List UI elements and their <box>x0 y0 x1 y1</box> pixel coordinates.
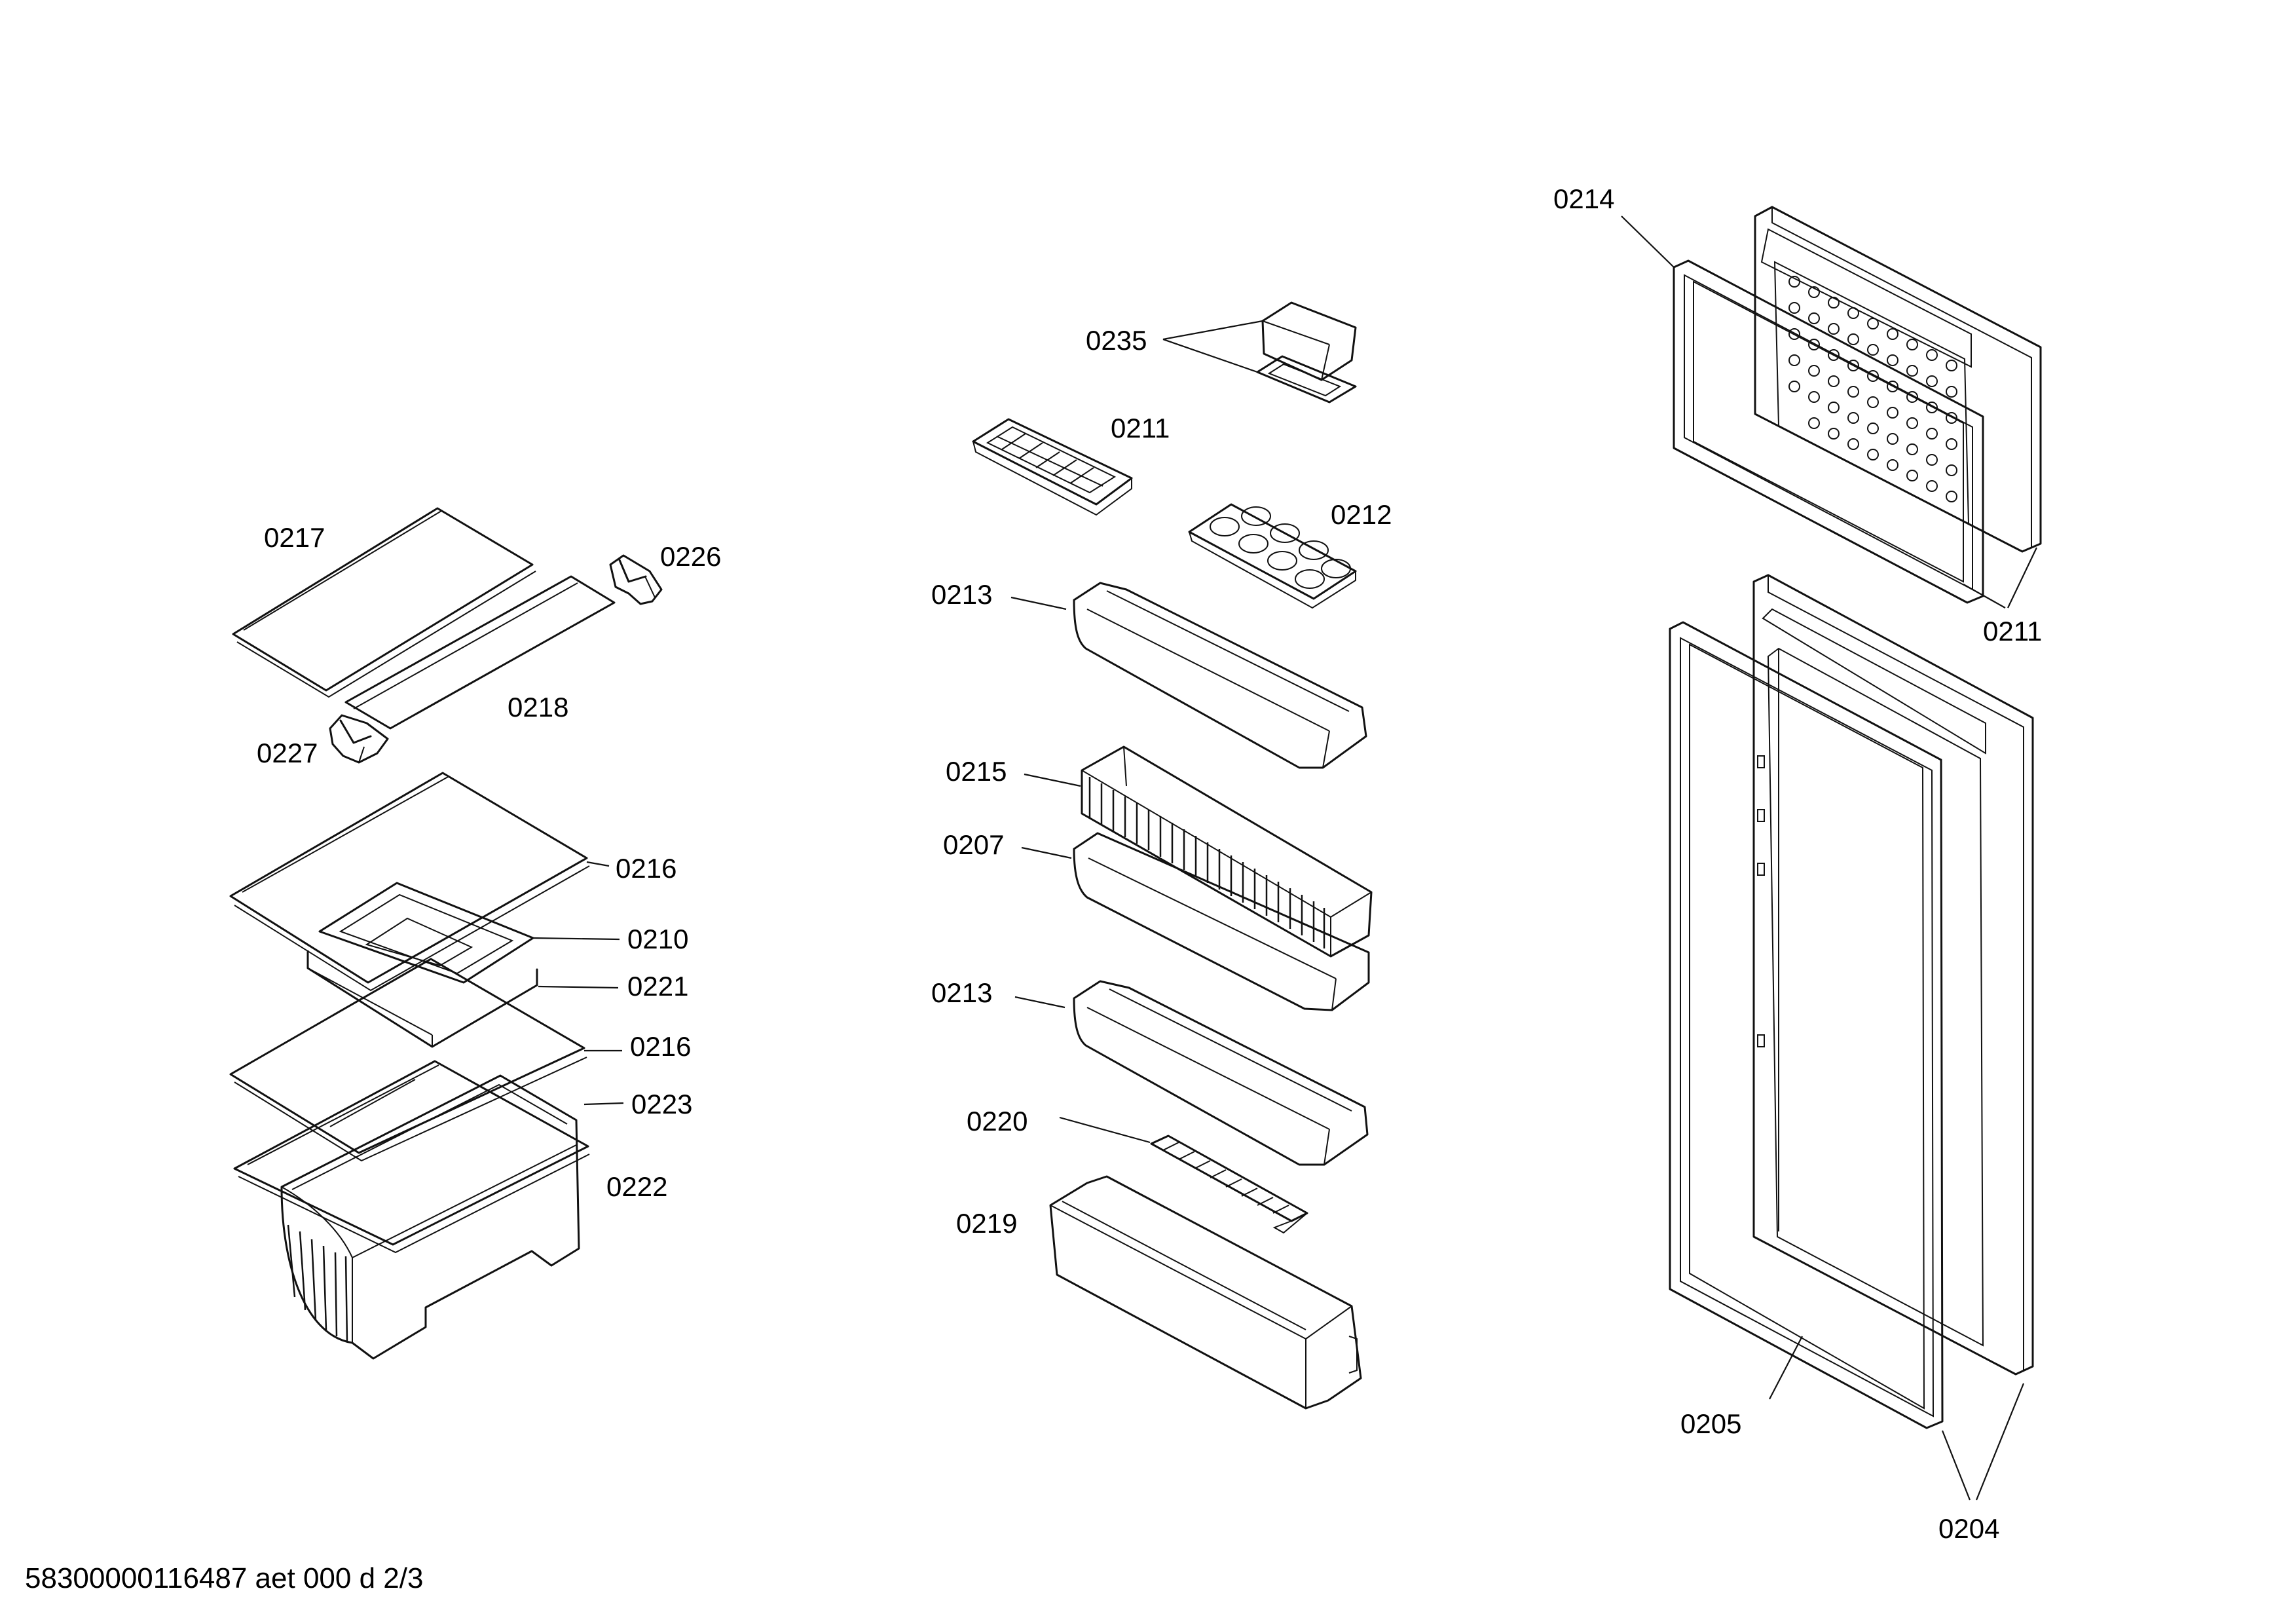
part-0235-box <box>1256 301 1357 404</box>
label-0213-upper: 0213 <box>931 579 992 610</box>
part-0204-fridge-door <box>1752 574 2034 1376</box>
part-0205-fridge-gasket <box>1669 621 1944 1429</box>
part-0226-bracket <box>609 554 663 605</box>
part-0220-retainer <box>1150 1135 1308 1234</box>
part-0211-ice-tray <box>972 418 1133 516</box>
label-0220: 0220 <box>967 1106 1028 1136</box>
label-0223: 0223 <box>631 1089 692 1119</box>
part-0215-shelf-cover <box>1081 745 1373 958</box>
label-0214: 0214 <box>1553 183 1614 214</box>
label-0212: 0212 <box>1331 499 1392 530</box>
label-0204: 0204 <box>1938 1513 1999 1544</box>
label-0235: 0235 <box>1086 325 1147 356</box>
label-0205: 0205 <box>1680 1408 1741 1439</box>
part-0210-tray <box>318 882 534 984</box>
label-0226: 0226 <box>660 541 721 572</box>
label-0216-lower: 0216 <box>630 1031 691 1062</box>
label-0210: 0210 <box>627 924 688 954</box>
label-0211-tray: 0211 <box>1111 413 1170 443</box>
label-0221: 0221 <box>627 971 688 1002</box>
part-0213-door-shelf-lower <box>1073 980 1369 1166</box>
part-0212-egg-tray <box>1188 503 1357 609</box>
label-0218: 0218 <box>508 692 568 723</box>
part-0216-shelf-upper <box>229 772 590 992</box>
part-0211-freezer-door <box>1754 206 2042 553</box>
label-0215: 0215 <box>946 756 1007 787</box>
label-0217: 0217 <box>264 522 325 553</box>
part-0222-drawer <box>280 1074 580 1360</box>
part-0219-bottle-shelf <box>1049 1175 1362 1410</box>
part-0217-shelf <box>232 507 536 698</box>
part-0223-cover <box>233 1060 590 1254</box>
label-0227: 0227 <box>257 738 318 768</box>
part-0227-bracket <box>329 714 389 764</box>
part-0218-glass <box>344 575 616 730</box>
part-0213-door-shelf-upper <box>1073 582 1367 769</box>
part-0207-door-shelf <box>1073 832 1370 1011</box>
label-0213-lower: 0213 <box>931 977 992 1008</box>
footer-document-id: 58300000116487 aet 000 d 2/3 <box>25 1562 423 1594</box>
label-0222: 0222 <box>606 1171 667 1202</box>
label-0211-door: 0211 <box>1983 616 2042 647</box>
label-0207: 0207 <box>943 829 1004 860</box>
part-0221-holder <box>306 950 538 1048</box>
label-0219: 0219 <box>956 1208 1017 1239</box>
label-0216-upper: 0216 <box>616 853 676 884</box>
